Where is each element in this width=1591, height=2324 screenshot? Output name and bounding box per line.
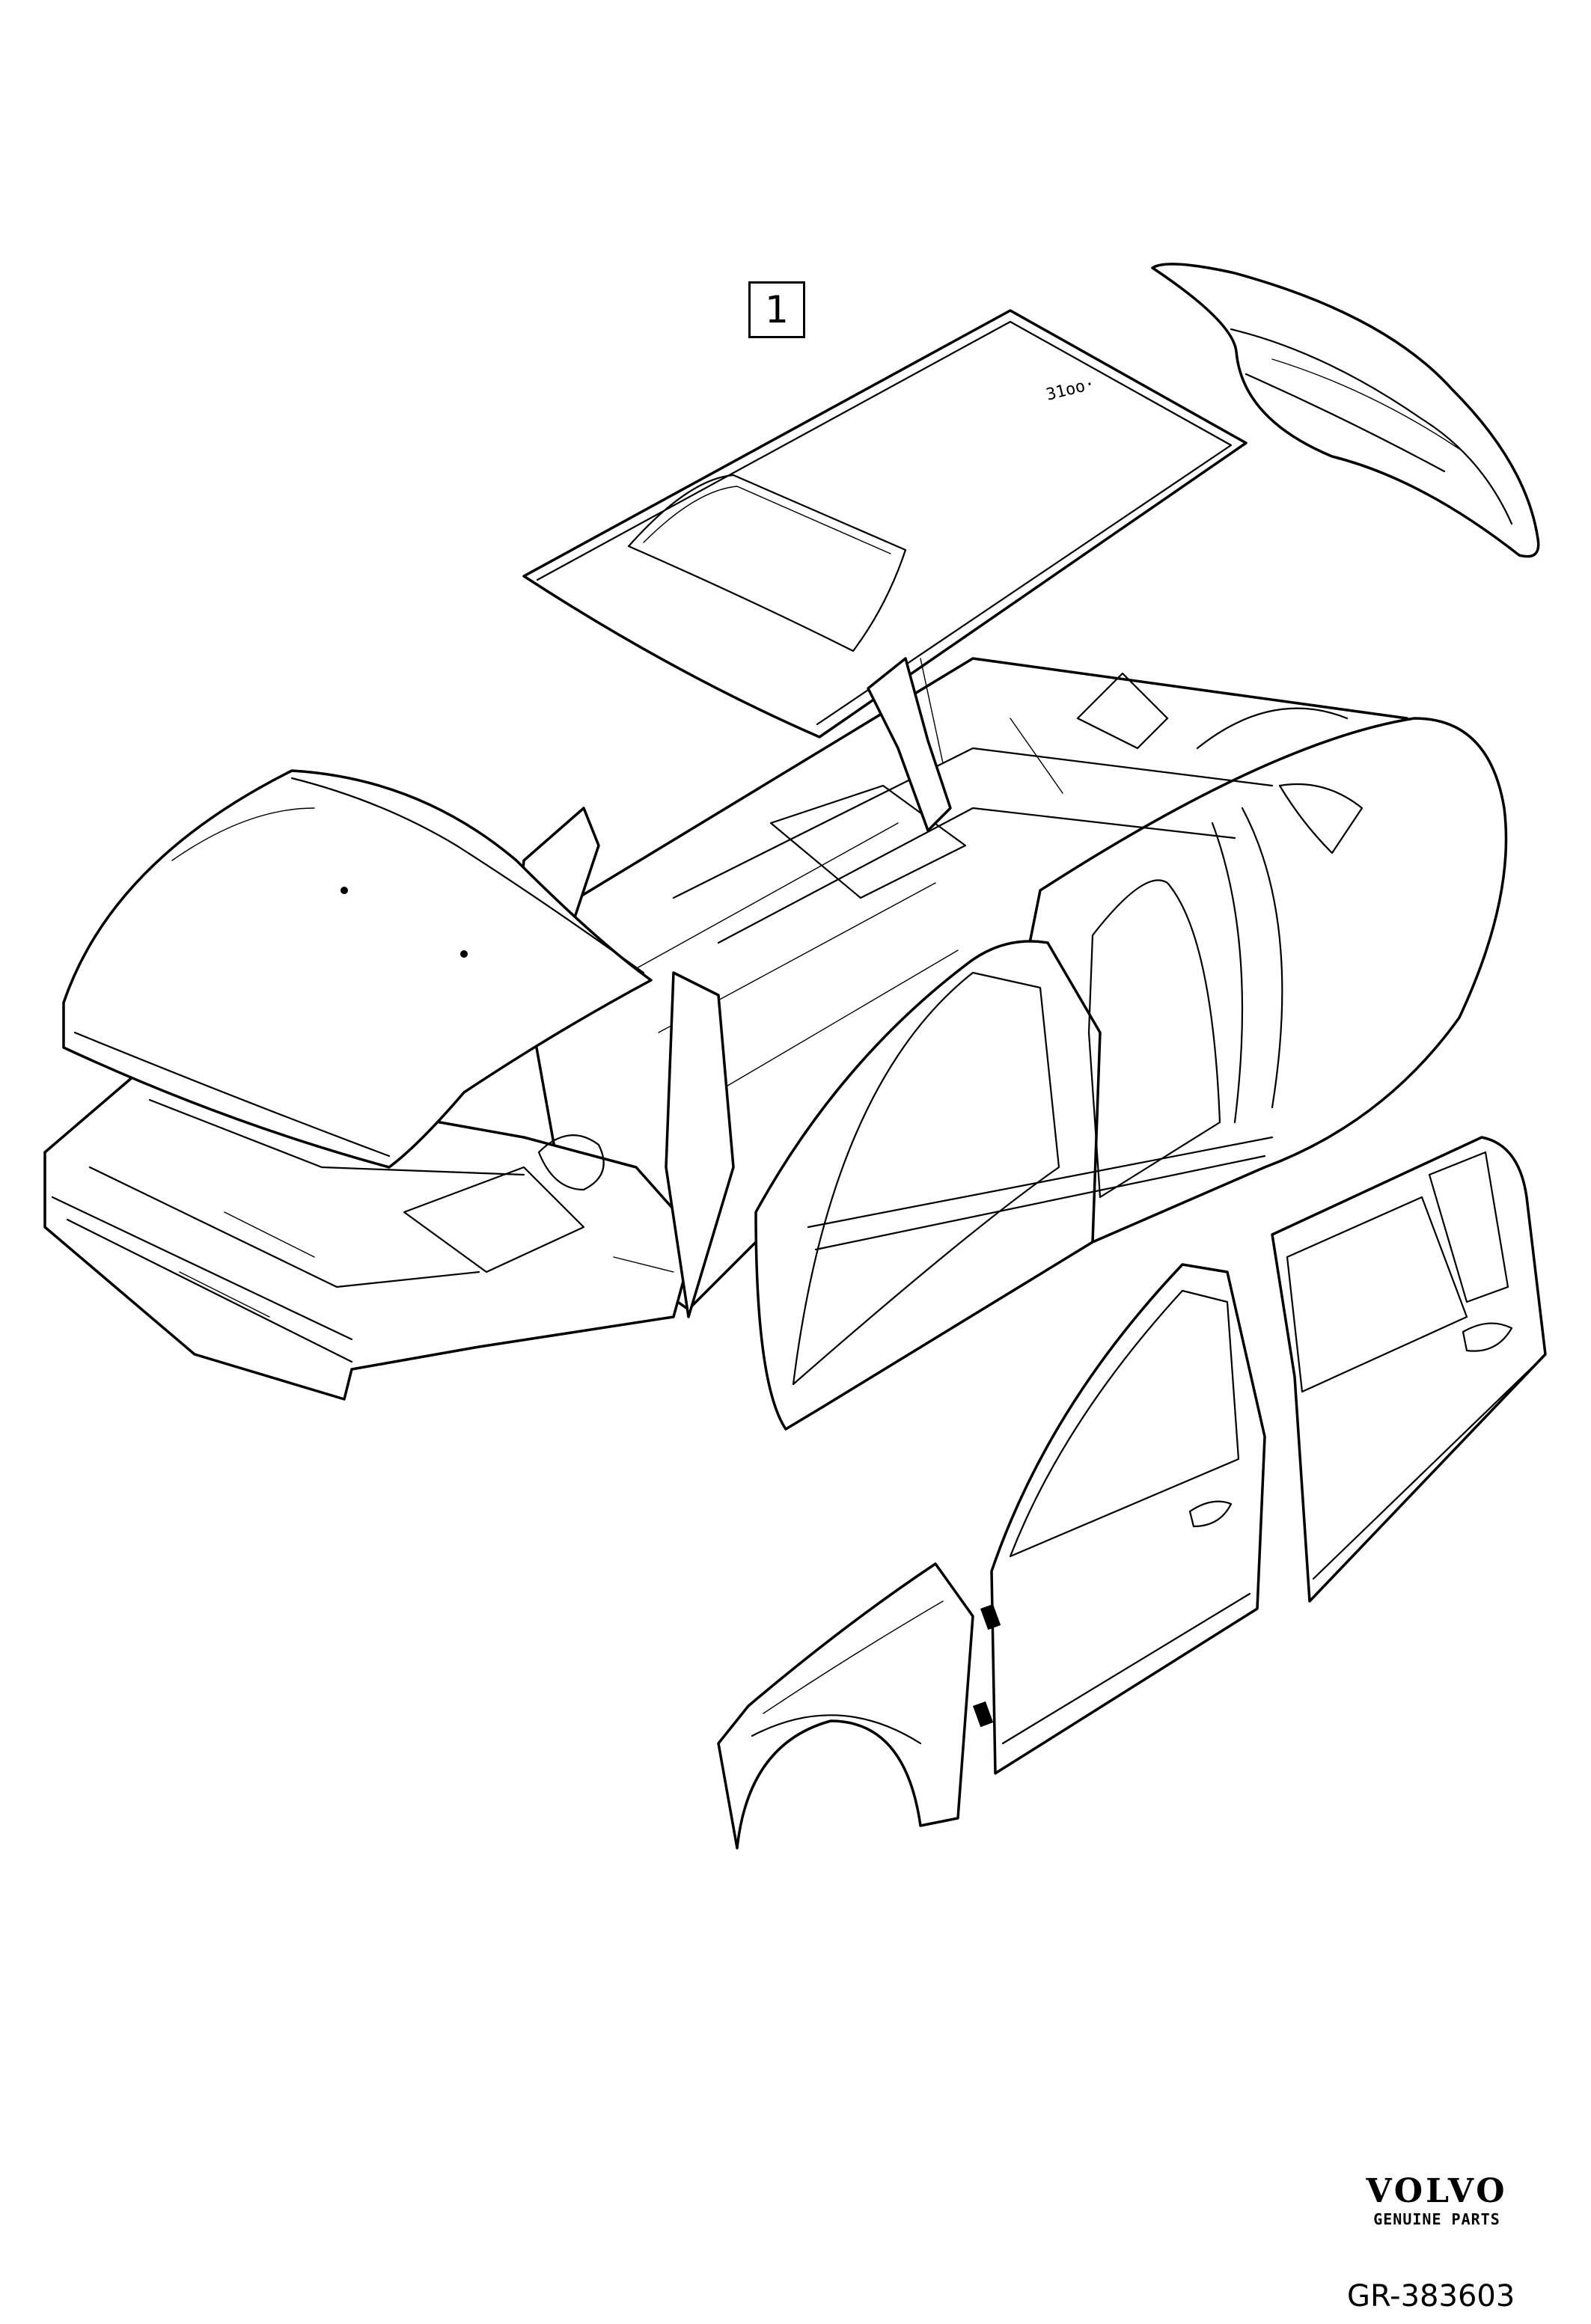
volvo-genuine-parts-logo: VOLVO GENUINE PARTS [1325, 2174, 1549, 2229]
roof-panel: 31oo· [522, 309, 1248, 739]
rear-door [1271, 1136, 1547, 1603]
brand-name: VOLVO [1366, 2172, 1508, 2210]
brand-tagline: GENUINE PARTS [1373, 2210, 1500, 2228]
diagram-reference-number: GR-383603 [1347, 2279, 1515, 2314]
callout-1[interactable]: 1 [748, 281, 805, 338]
body-shell [43, 657, 1508, 1431]
hood [62, 769, 653, 1169]
front-door [973, 1263, 1266, 1775]
front-fender [717, 1562, 974, 1850]
tailgate [1151, 263, 1540, 558]
